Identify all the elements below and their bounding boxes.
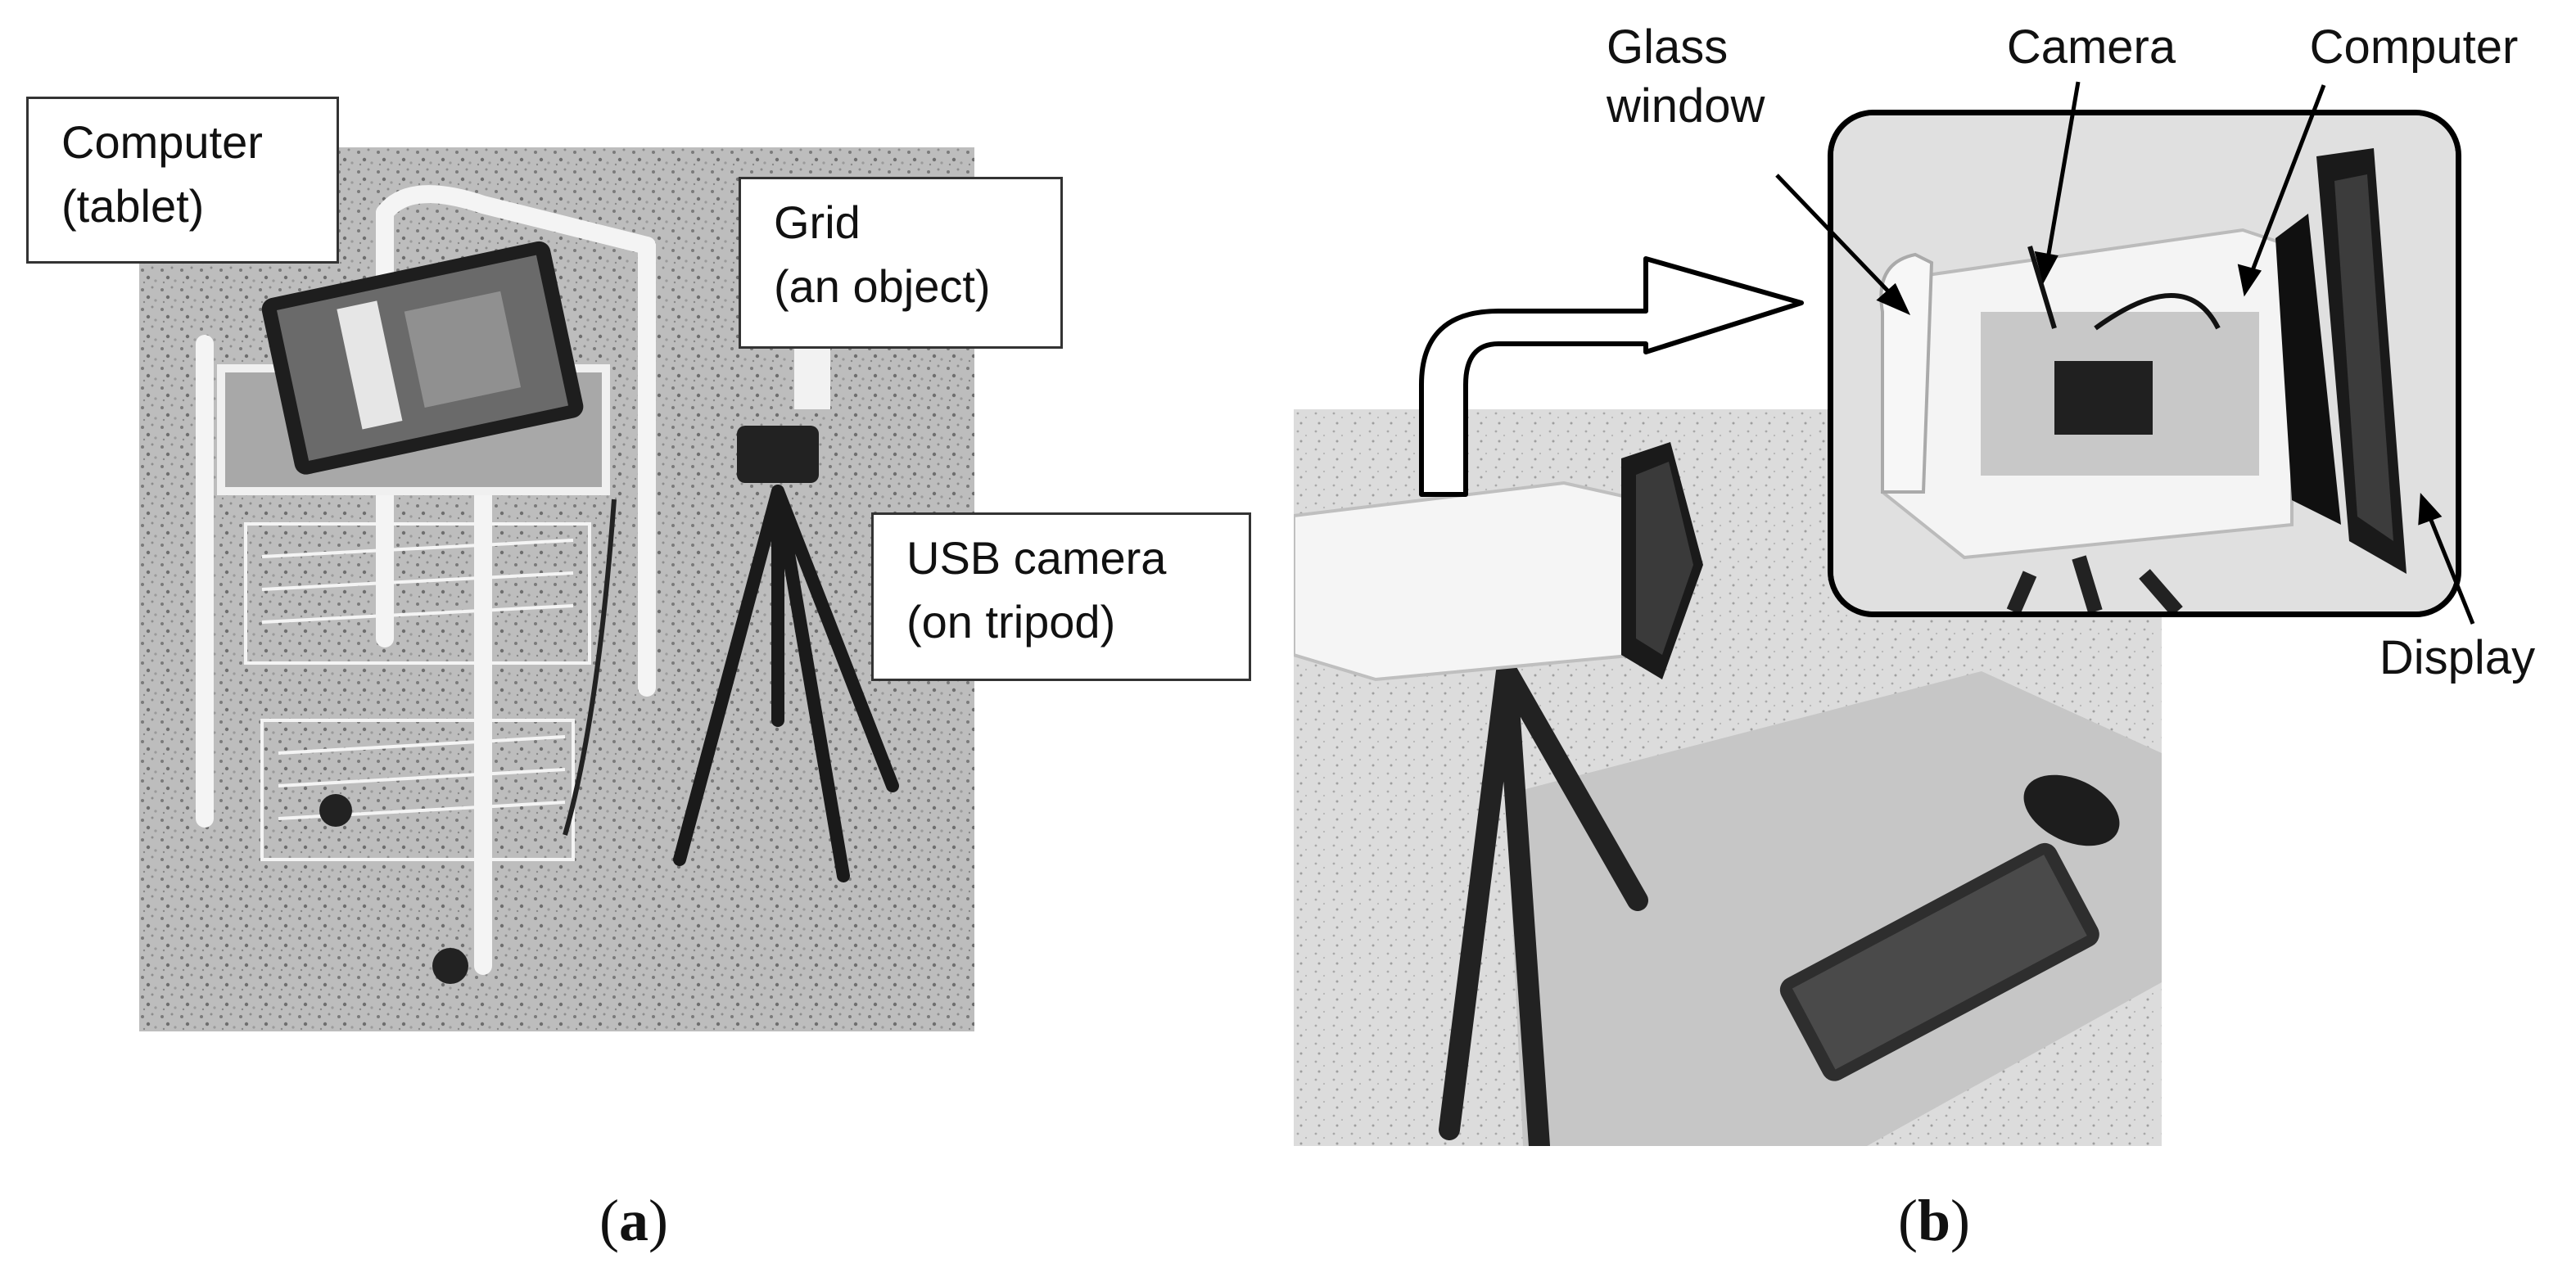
inset-computer (2275, 214, 2341, 525)
label-usb-camera: USB camera (on tripod) (871, 512, 1251, 681)
label-grid-object: Grid (an object) (739, 177, 1063, 349)
mouse (2023, 774, 2120, 846)
inset-glass-window (1879, 252, 1934, 494)
photo-panel-b (1294, 409, 2162, 1146)
inset-drawing (1833, 115, 2456, 611)
cart-baskets (244, 522, 591, 861)
inset-camera (2054, 361, 2153, 435)
usb-cable (563, 499, 617, 836)
tablet (261, 241, 584, 475)
caption-b: (b) (1898, 1188, 1971, 1253)
caption-a: (a) (599, 1188, 668, 1253)
inset-photo (1828, 110, 2461, 617)
desk (1507, 671, 2162, 1146)
tripod-b (1439, 661, 1648, 1146)
label-display: Display (2379, 631, 2536, 684)
usb-camera-body (737, 426, 819, 483)
label-camera: Camera (2006, 20, 2176, 74)
label-glass-window: Glass window (1607, 20, 1765, 133)
label-computer: Computer (2309, 20, 2519, 74)
tripod (673, 485, 899, 882)
photo-b-drawing (1294, 409, 2162, 1146)
label-computer-tablet: Computer (tablet) (26, 97, 339, 264)
keyboard (1779, 842, 2099, 1081)
